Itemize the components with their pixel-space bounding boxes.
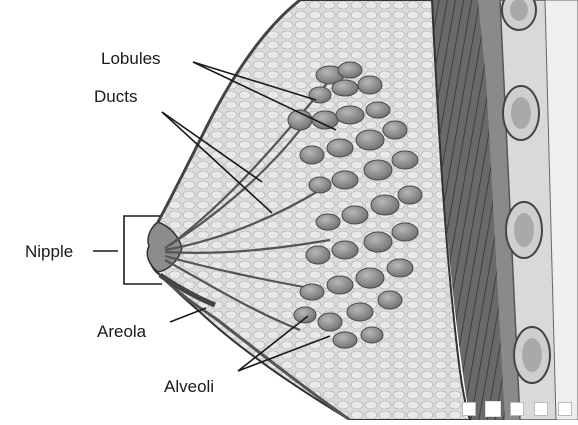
pager-dot-4[interactable] — [534, 402, 548, 416]
rib — [502, 0, 536, 30]
rib — [503, 86, 539, 140]
label-alveoli: Alveoli — [164, 378, 214, 395]
rib — [506, 202, 542, 258]
label-lobules: Lobules — [101, 50, 161, 67]
pager-dot-1[interactable] — [462, 402, 476, 416]
label-areola: Areola — [97, 323, 146, 340]
pager-dot-5[interactable] — [558, 402, 572, 416]
pager-dot-2[interactable] — [486, 402, 500, 416]
image-pager — [462, 402, 572, 416]
label-ducts: Ducts — [94, 88, 137, 105]
label-nipple: Nipple — [25, 243, 73, 260]
areola-leader — [170, 308, 206, 322]
pager-dot-3[interactable] — [510, 402, 524, 416]
rib — [514, 327, 550, 383]
